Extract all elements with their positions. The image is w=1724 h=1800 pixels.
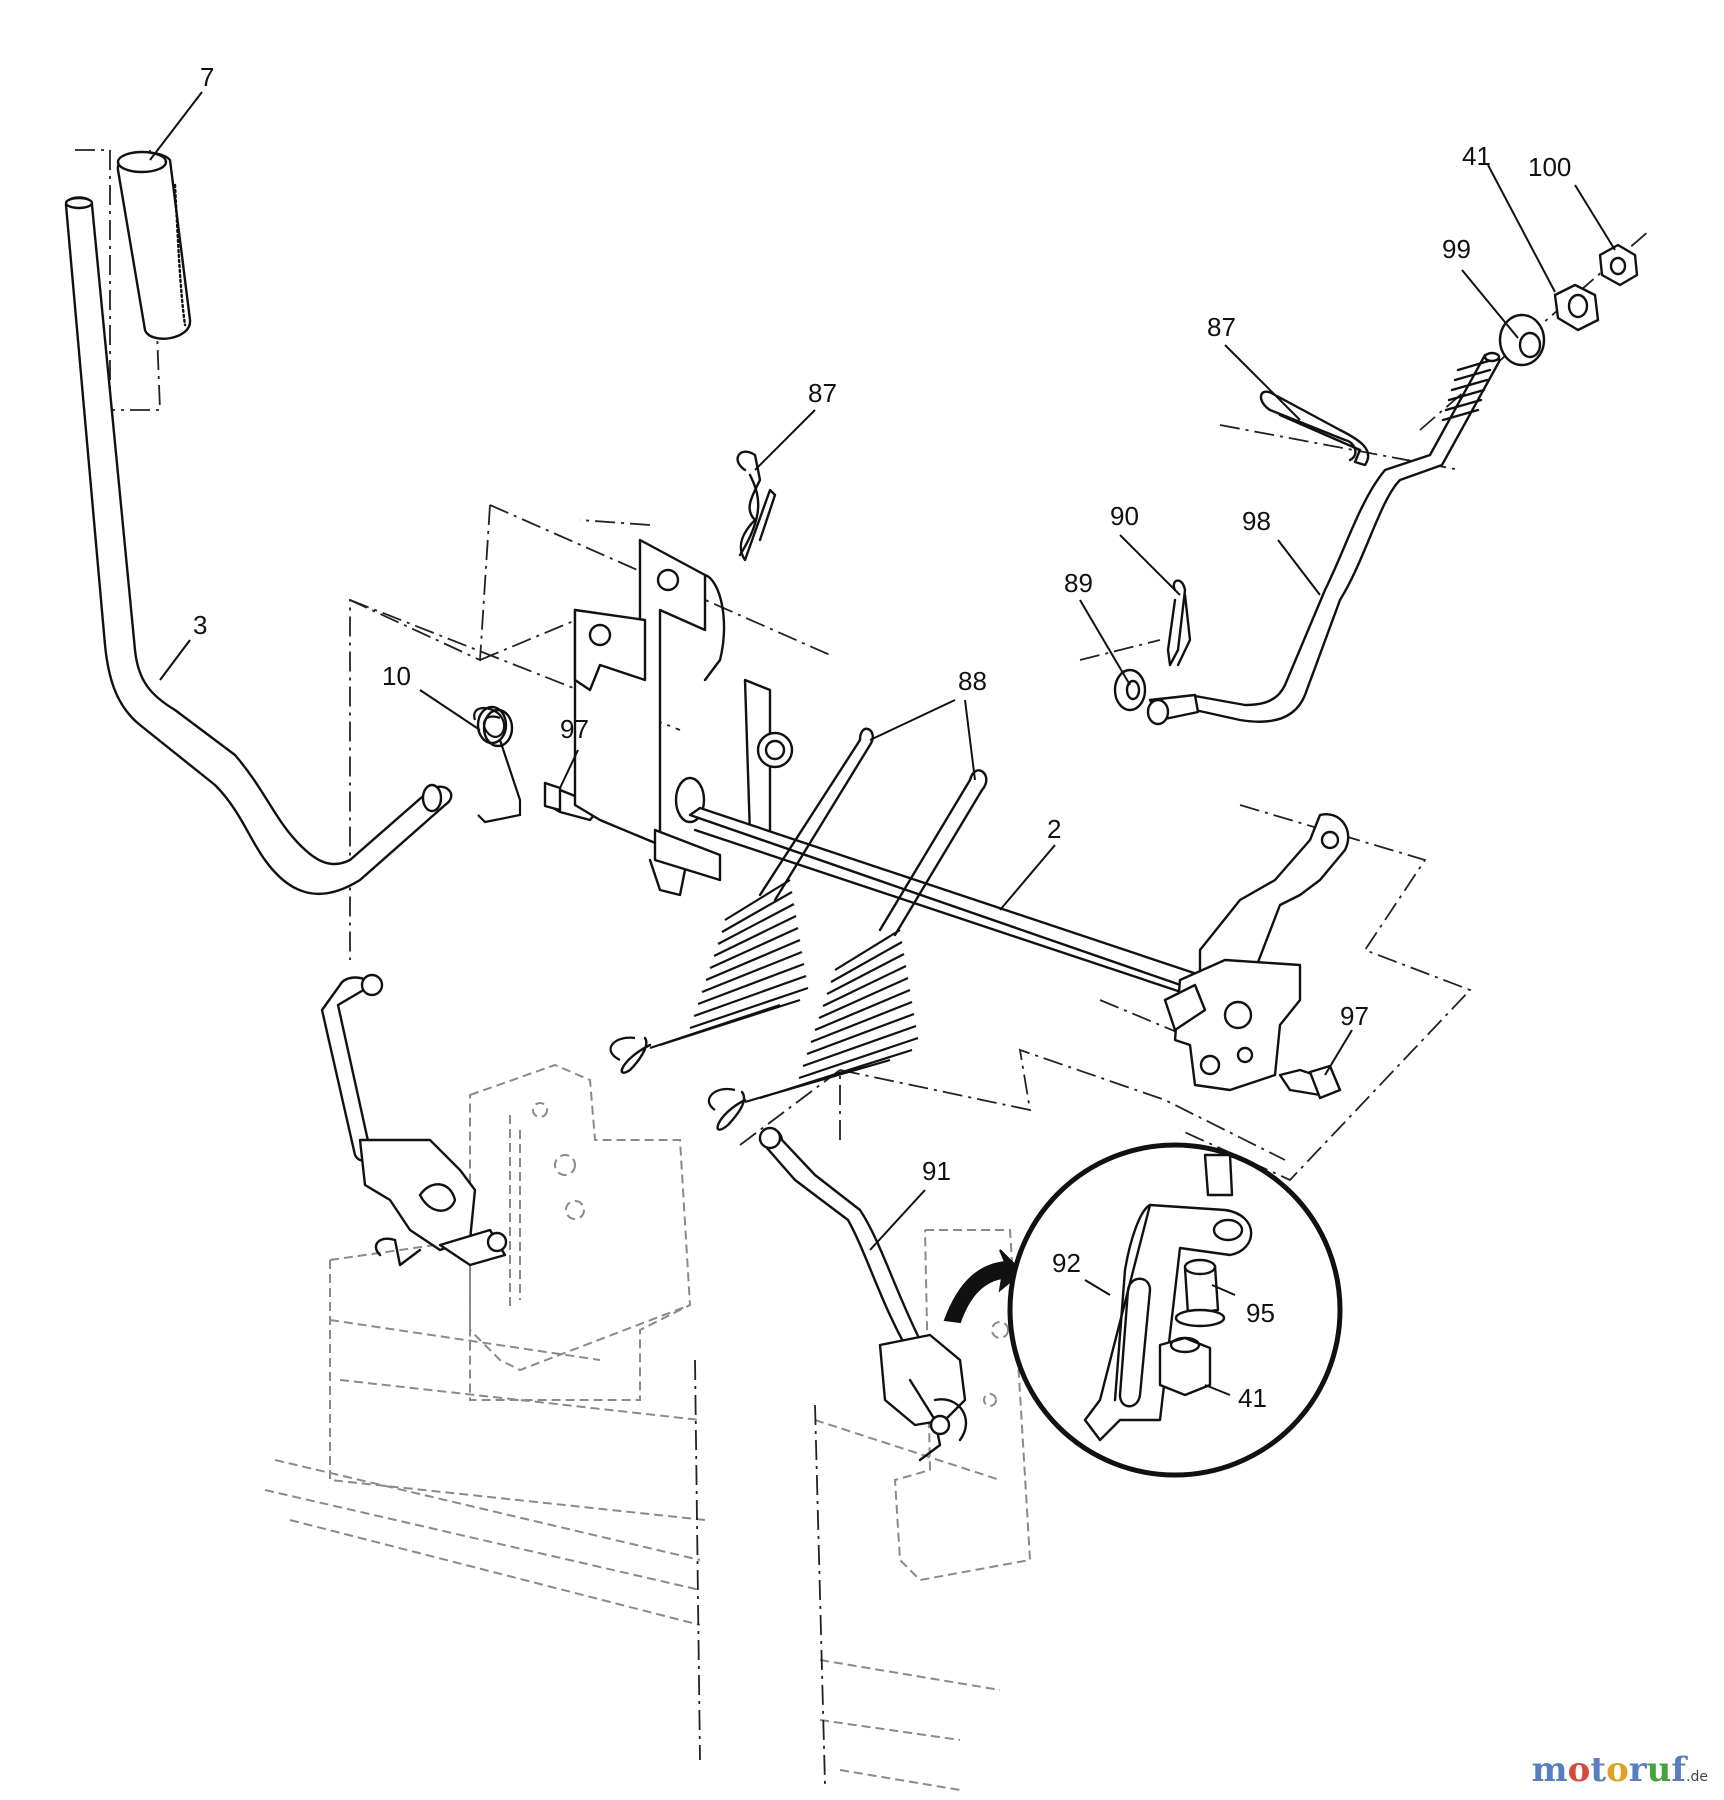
bushing-part — [1498, 313, 1546, 367]
hairpin-clip-center-part — [736, 450, 777, 562]
leader-lines — [149, 91, 1616, 1396]
alignment-lines — [75, 149, 1651, 1182]
torsion-spring-part — [473, 705, 522, 824]
callout-98: 98 — [1242, 506, 1271, 536]
cotter-pin-part — [1166, 579, 1192, 667]
callout-41-detail: 41 — [1238, 1383, 1267, 1413]
extension-springs-part — [609, 727, 988, 1131]
callout-89: 89 — [1064, 568, 1093, 598]
slotted-link-part — [1083, 1203, 1253, 1442]
callout-95: 95 — [1246, 1298, 1275, 1328]
mounting-bracket-part — [573, 538, 794, 897]
detail-nut-part — [1158, 1336, 1212, 1397]
callout-97-right: 97 — [1340, 1001, 1369, 1031]
lower-link-rod-part — [758, 1126, 967, 1462]
callout-3: 3 — [193, 610, 207, 640]
detail-view — [1007, 1142, 1343, 1478]
locknut-part — [1598, 243, 1639, 287]
callout-91: 91 — [922, 1156, 951, 1186]
left-linkage-part — [320, 973, 508, 1267]
spacer-part — [1174, 1258, 1226, 1328]
lift-arm-right-part — [1163, 813, 1350, 1092]
callout-10: 10 — [382, 661, 411, 691]
callout-99: 99 — [1442, 234, 1471, 264]
callout-92: 92 — [1052, 1248, 1081, 1278]
callout-88: 88 — [958, 666, 987, 696]
callout-7: 7 — [200, 62, 214, 92]
watermark-logo: motoruf.de — [1531, 1750, 1708, 1790]
hairpin-clip-right-part — [1259, 390, 1370, 467]
watermark-suffix: .de — [1686, 1769, 1708, 1785]
callout-2: 2 — [1047, 814, 1061, 844]
callout-87-right: 87 — [1207, 312, 1236, 342]
washer-part — [1113, 668, 1147, 712]
callout-41-top: 41 — [1462, 141, 1491, 171]
callout-100: 100 — [1528, 152, 1571, 182]
hand-grip-part — [116, 150, 192, 340]
callout-90: 90 — [1110, 501, 1139, 531]
nut-part — [1553, 283, 1600, 332]
upper-link-rod-part — [1146, 351, 1502, 726]
callout-labels: 7 41 100 99 87 87 90 98 89 3 10 97 88 2 … — [193, 62, 1571, 1413]
bolt-right-part — [1278, 1064, 1342, 1100]
lift-lever-part — [64, 196, 453, 895]
callout-97-left: 97 — [560, 714, 589, 744]
frame-outline — [264, 1063, 1032, 1791]
callout-87-center: 87 — [808, 378, 837, 408]
